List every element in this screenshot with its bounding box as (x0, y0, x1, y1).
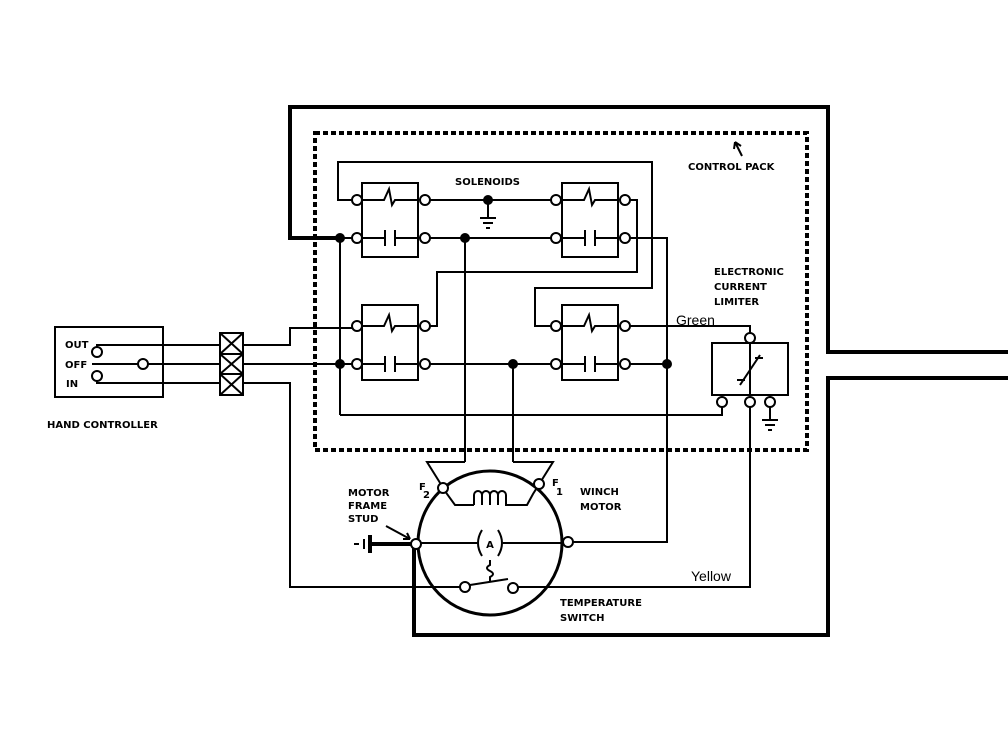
stud-label-3: STUD (348, 514, 378, 525)
heavy-cables (288, 105, 1008, 637)
limiter-label-2: CURRENT (714, 282, 767, 293)
solenoid-bottom-right (550, 304, 631, 381)
hand-controller[interactable] (54, 326, 220, 398)
control-pack-arrow (733, 141, 743, 157)
ground-icon (480, 217, 496, 229)
solenoid-top-left (351, 182, 431, 258)
stud-label-2: FRAME (348, 501, 387, 512)
limiter-label-1: ELECTRONIC (714, 267, 784, 278)
f1-subscript: 1 (556, 487, 563, 498)
connector-block (219, 332, 244, 396)
ammeter: A (477, 529, 503, 557)
yellow-wire-label: Yellow (691, 568, 732, 584)
out-label: OUT (65, 340, 89, 351)
control-pack-boundary (313, 131, 809, 452)
stud-label-1: MOTOR (348, 488, 390, 499)
wires (243, 161, 771, 588)
winch-label-2: MOTOR (580, 502, 622, 513)
off-label: OFF (65, 360, 87, 371)
solenoid-bottom-left (351, 304, 431, 381)
control-pack-label: CONTROL PACK (688, 162, 776, 173)
solenoid-top-right (550, 182, 631, 258)
f2-label: F (419, 482, 426, 493)
ground-icon (762, 419, 778, 431)
winch-label-1: WINCH (580, 487, 619, 498)
ammeter-label: A (486, 540, 494, 551)
green-wire-label: Green (676, 312, 715, 328)
electronic-current-limiter (711, 332, 789, 408)
limiter-label-3: LIMITER (714, 297, 759, 308)
junction-dots (335, 195, 672, 369)
winch-motor (354, 461, 574, 617)
f2-subscript: 2 (423, 490, 430, 501)
f2-terminal (437, 482, 449, 494)
hand-controller-label: HAND CONTROLLER (47, 420, 158, 431)
temp-switch-label-2: SWITCH (560, 613, 604, 624)
f1-terminal (533, 478, 545, 490)
f1-label: F (552, 478, 559, 489)
in-label: IN (66, 379, 78, 390)
solenoids-label: SOLENOIDS (455, 177, 520, 188)
temp-switch-label-1: TEMPERATURE (560, 598, 642, 609)
